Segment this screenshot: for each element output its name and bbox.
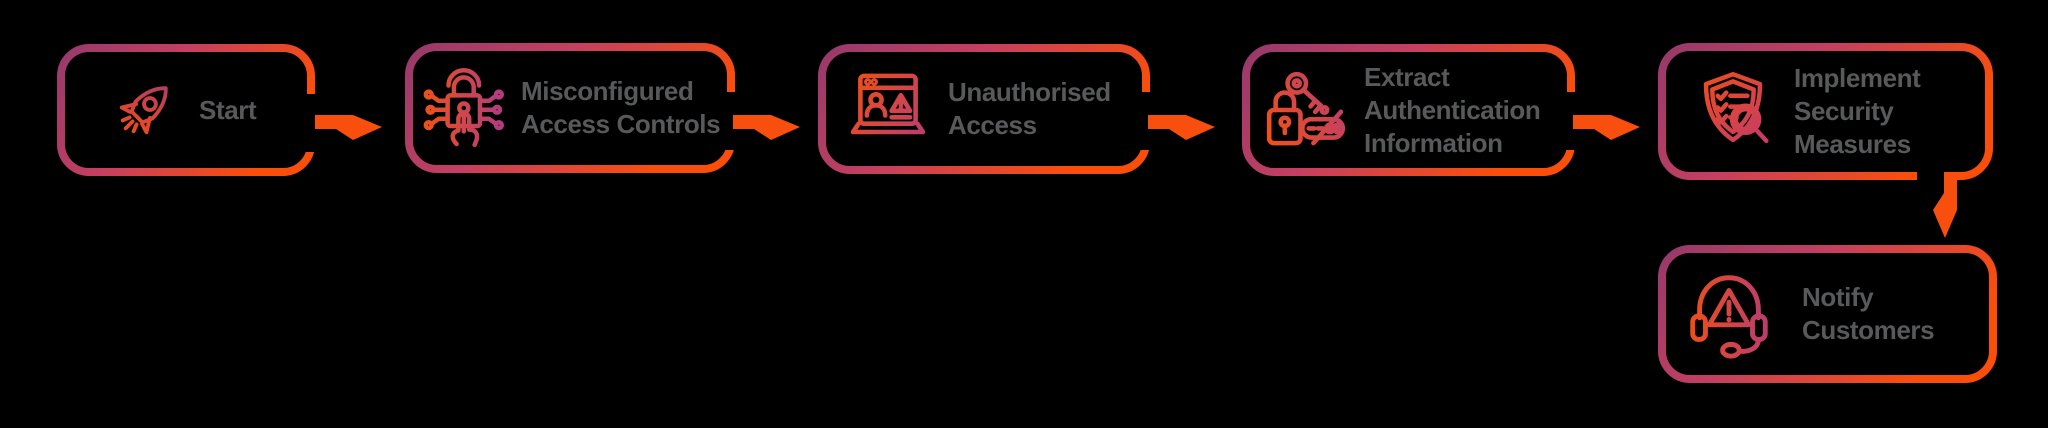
step-misconfigured-access-controls: Misconfigured Access Controls [405,43,735,173]
step-label-line: Measures [1794,129,1911,159]
flow-arrow-right-icon [1573,115,1640,140]
step-label: Implement Security Measures [1794,62,1921,161]
flow-arrow-right-icon [1148,115,1215,140]
step-label-line: Access [948,110,1037,140]
node-border-implement-security-measures [1658,43,1993,180]
step-label-line: Misconfigured [521,76,694,106]
step-label: Start [199,94,257,127]
step-label: Unauthorised Access [948,76,1111,142]
step-label: Notify Customers [1802,281,1935,347]
headset-warning-icon [1690,275,1768,359]
step-label-line: Notify [1802,282,1874,312]
flow-arrow-right-icon [315,115,382,140]
step-label-line: Implement [1794,63,1921,93]
step-label-line: Information [1364,127,1503,158]
step-label-line: Customers [1802,315,1935,345]
flow-arrow-right-icon [733,115,800,140]
step-label: Misconfigured Access Controls [521,75,721,141]
step-label-line: Security [1794,96,1894,126]
border-gap [305,94,323,152]
step-label-line: Authentication [1364,94,1541,125]
step-label-line: Start [199,94,257,125]
laptop-user-warning-icon [850,73,926,135]
step-label-line: Access Controls [521,109,721,139]
step-implement-security-measures: Implement Security Measures [1658,43,1993,180]
step-unauthorised-access: Unauthorised Access [818,44,1150,174]
rocket-icon [119,86,168,135]
circuit-lock-touch-icon [423,68,505,148]
step-label-line: Unauthorised [948,77,1111,107]
key-padlock-password-icon [1266,71,1346,146]
flow-arrow-down-icon [1933,172,1957,238]
step-label: Extract Authentication Information [1364,61,1541,160]
border-gap [1917,167,1944,185]
step-start: Start [57,44,315,176]
step-label-line: Extract [1364,61,1450,92]
node-border-notify-customers [1658,245,1997,383]
shield-checklist-magnifier-icon [1703,71,1769,143]
step-extract-authentication-information: Extract Authentication Information [1242,44,1575,176]
step-notify-customers: Notify Customers [1658,245,1997,383]
